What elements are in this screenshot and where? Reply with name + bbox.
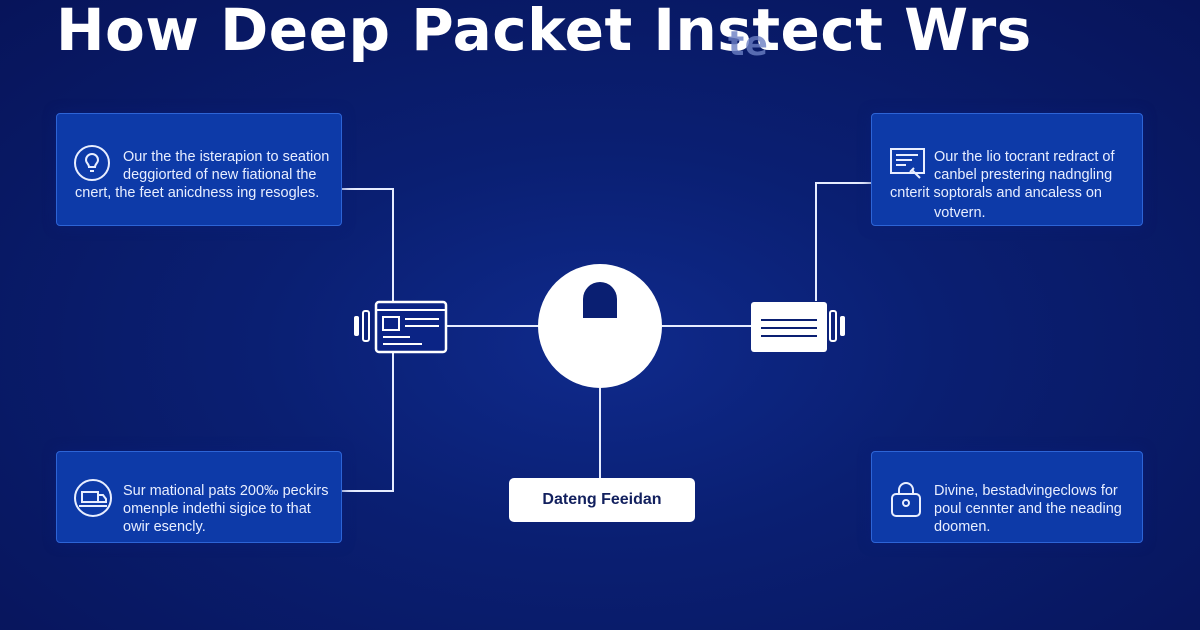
card-top-left: Our the the isterapion to seation deggio… (56, 113, 342, 226)
card-line: canbel prestering nadngling (934, 167, 1113, 183)
card-line: Our the the isterapion to seation (123, 149, 330, 165)
card-top-right-text-tail: cnterit soptorals and ancaless on (890, 184, 1102, 202)
truck-icon (74, 479, 112, 517)
card-line: owir esencly. (123, 519, 206, 535)
result-badge: Dateng Feeidan (509, 478, 695, 522)
card-line: cnterit soptorals and ancaless on (890, 185, 1102, 201)
card-top-right-text-end: votvern. (934, 204, 986, 222)
card-bottom-right-text: Divine, bestadvingeclows for poul cennte… (934, 482, 1122, 536)
result-badge-label: Dateng Feeidan (542, 491, 662, 508)
card-bottom-left: Sur mational pats 200‰ peckirs omenple i… (56, 451, 342, 543)
lock-icon (891, 482, 921, 517)
title-overlay-text: te (728, 24, 769, 64)
card-line: votvern. (934, 205, 986, 221)
server-device-icon (354, 300, 448, 354)
card-top-left-text-tail: cnert, the feet anicdness ing resogles. (75, 184, 319, 202)
document-edit-icon (890, 148, 925, 179)
card-line: poul cennter and the neading (934, 501, 1122, 517)
card-top-left-text: Our the the isterapion to seation deggio… (123, 148, 329, 184)
card-bottom-right: Divine, bestadvingeclows for poul cennte… (871, 451, 1143, 543)
inspection-hub (538, 264, 662, 388)
page-title: How Deep Packet Instect Wrs te (56, 0, 1032, 64)
page-title-text: How Deep Packet Instect Wrs (56, 0, 1032, 64)
card-line: deggiorted of new fiational the (123, 167, 317, 183)
connector-top-right (815, 182, 871, 301)
lock-shackle-icon (583, 282, 617, 318)
card-line: Divine, bestadvingeclows for (934, 483, 1118, 499)
connector-top-left (342, 188, 394, 303)
card-bottom-left-text: Sur mational pats 200‰ peckirs omenple i… (123, 482, 329, 536)
card-top-right: Our the lio tocrant redract of canbel pr… (871, 113, 1143, 226)
connector-bottom-left (342, 352, 394, 492)
card-line: Sur mational pats 200‰ peckirs (123, 483, 329, 499)
card-line: omenple indethi sigice to that (123, 501, 311, 517)
card-top-right-text: Our the lio tocrant redract of canbel pr… (934, 148, 1115, 184)
card-line: doomen. (934, 519, 991, 535)
card-line: cnert, the feet anicdness ing resogles. (75, 185, 320, 201)
firewall-device-icon (751, 302, 845, 352)
card-line: Our the lio tocrant redract of (934, 149, 1115, 165)
lightbulb-icon (74, 145, 110, 181)
